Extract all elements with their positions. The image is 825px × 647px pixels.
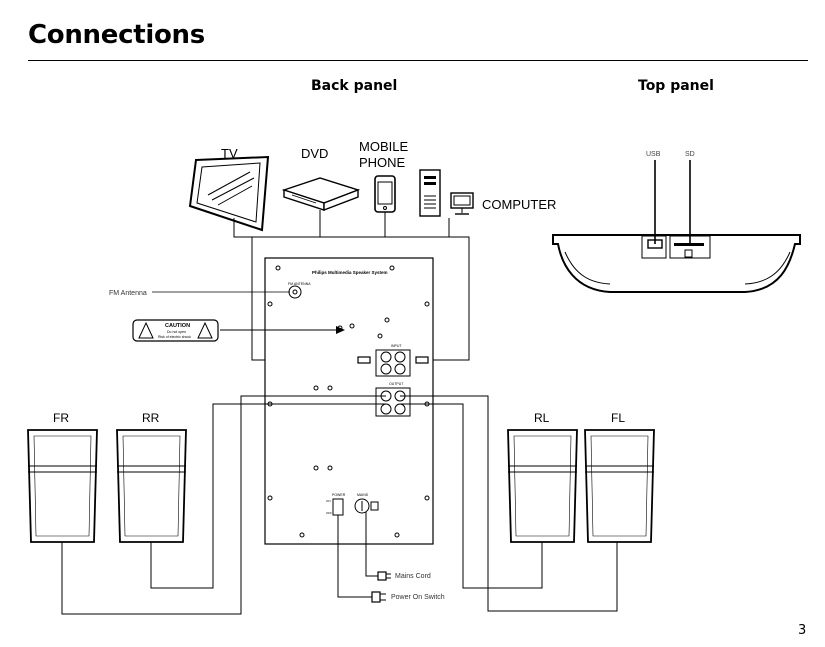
source-bus-cable <box>233 218 450 238</box>
speaker-fl <box>584 429 655 543</box>
power-switch-cable <box>337 515 372 598</box>
on-label: ON <box>326 499 331 503</box>
mains-label: MAINS <box>357 493 369 497</box>
fm-antenna-label: FM Antenna <box>109 290 147 297</box>
caution-line2: Risk of electric shock <box>158 335 191 339</box>
back-panel-title: Back panel <box>311 78 398 94</box>
antenna-port-label: FM ANTENNA <box>288 282 311 286</box>
speaker-rl <box>507 429 578 543</box>
dvd-label: DVD <box>301 146 328 161</box>
top-panel-title: Top panel <box>638 78 714 94</box>
speaker-rl-label: RL <box>534 411 550 425</box>
page-title: Connections <box>28 20 205 50</box>
computer-label: COMPUTER <box>482 197 556 212</box>
input-jacks <box>375 349 411 377</box>
mobile-phone-icon <box>374 175 396 213</box>
cable-rl <box>400 403 543 589</box>
mobile-label-line2: PHONE <box>359 155 406 170</box>
caution-line1: Do not open <box>167 330 186 334</box>
speaker-rr-label: RR <box>142 411 160 425</box>
computer-icon <box>419 169 474 217</box>
sd-label: SD <box>685 151 695 158</box>
caution-title: CAUTION <box>165 323 190 329</box>
output-jacks <box>375 387 411 417</box>
output-label: OUTPUT <box>389 382 404 386</box>
power-switch-label: Power On Switch <box>391 594 445 601</box>
cable-rr <box>150 403 386 589</box>
cable-fl <box>400 395 618 612</box>
top-panel-device <box>552 234 801 293</box>
title-divider <box>28 60 808 61</box>
power-label: POWER <box>332 493 346 497</box>
mains-cord-label: Mains Cord <box>395 573 431 580</box>
dvd-icon <box>281 177 361 212</box>
tv-icon <box>188 155 270 232</box>
cable-fr <box>61 395 386 615</box>
speaker-rr <box>116 429 187 543</box>
input-label: INPUT <box>391 344 402 348</box>
caution-box <box>132 319 219 342</box>
speaker-fr-label: FR <box>53 411 69 425</box>
mobile-label-line1: MOBILE <box>359 139 408 154</box>
page-number: 3 <box>798 623 807 638</box>
input-cable-right <box>428 236 470 361</box>
tv-label: TV <box>221 146 238 161</box>
speaker-fl-label: FL <box>611 411 625 425</box>
back-panel-brand: Philips Multimedia Speaker System <box>312 270 388 275</box>
usb-label: USB <box>646 151 661 158</box>
mains-cord-cable <box>365 512 378 577</box>
power-switch <box>332 498 344 516</box>
speaker-fr <box>27 429 98 543</box>
off-label: OFF <box>326 511 332 515</box>
